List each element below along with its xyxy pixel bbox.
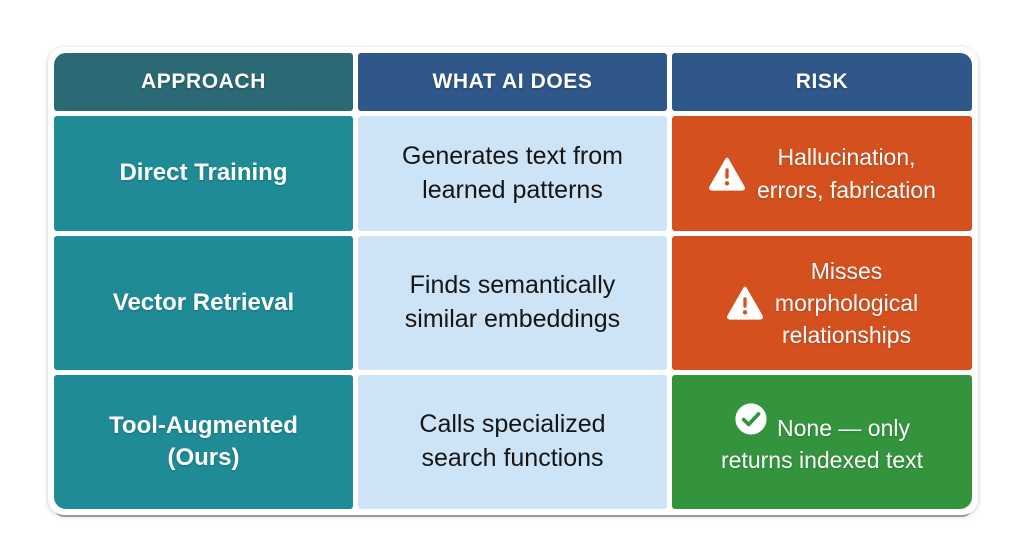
risk-cell-vector-retrieval: Misses morphological relationships [672,236,972,370]
comparison-table-card: APPROACH WHAT AI DOES RISK Direct Traini… [48,47,978,515]
warning-triangle-icon [708,156,746,192]
comparison-table: APPROACH WHAT AI DOES RISK Direct Traini… [54,53,972,509]
action-cell-vector-retrieval: Finds semantically similar embeddings [357,236,668,370]
approach-cell-vector-retrieval: Vector Retrieval [54,236,353,370]
warning-triangle-icon [726,285,764,321]
column-header-risk: RISK [672,53,972,111]
column-header-what-ai-does: WHAT AI DOES [357,53,668,111]
risk-text: Misses morphological relationships [774,257,919,349]
risk-text: None — only returns indexed text [721,414,924,473]
risk-cell-tool-augmented: None — only returns indexed text [672,375,972,509]
risk-ok-line: None — only returns indexed text [721,402,923,476]
column-header-approach: APPROACH [54,53,353,111]
approach-cell-direct-training: Direct Training [54,116,353,231]
risk-text: Hallucination, errors, fabrication [757,144,936,203]
risk-cell-direct-training: Hallucination, errors, fabrication [672,116,972,231]
check-circle-icon [734,402,777,436]
approach-cell-tool-augmented: Tool-Augmented (Ours) [54,375,353,509]
action-cell-tool-augmented: Calls specialized search functions [357,375,668,509]
action-cell-direct-training: Generates text from learned patterns [357,116,668,231]
